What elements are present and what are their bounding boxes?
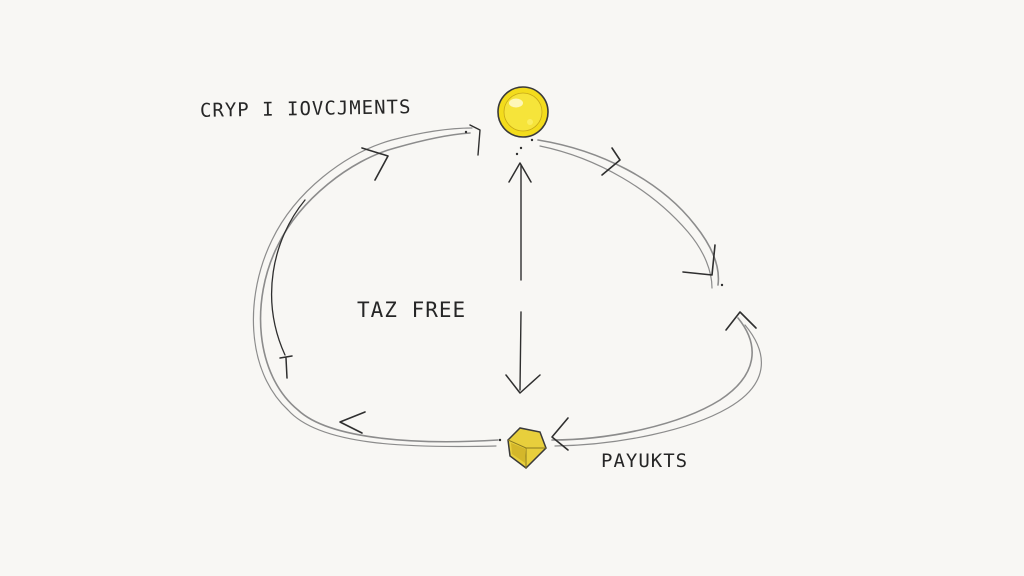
coin-icon [497,86,549,138]
label-crypto-investments: CRYP I IOVCJMENTS [199,96,412,122]
label-payments: PAYUKTS [601,450,689,472]
gem-icon [498,427,547,469]
center-vertical-arrow [505,146,541,394]
right-loop-arrow [530,138,762,451]
left-loop-arrow [252,124,499,448]
label-tax-free: TAZ FREE [357,298,467,322]
